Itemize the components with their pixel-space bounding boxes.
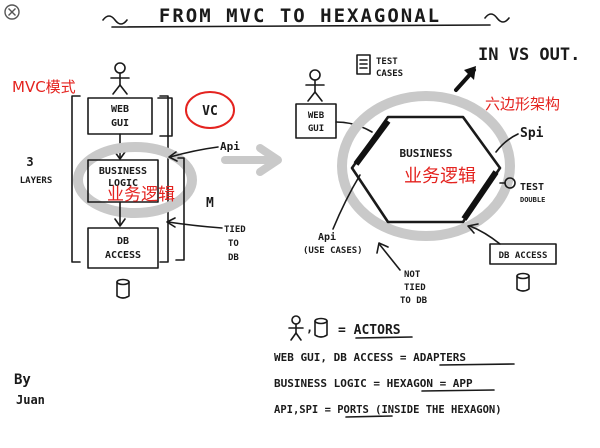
hex-db-access-label: DB ACCESS [499, 251, 548, 261]
hexagon-shape [350, 115, 502, 224]
legend-actors: = ACTORS [338, 323, 401, 338]
mvc-web-gui-line2: GUI [111, 118, 129, 129]
legend-adapters: WEB GUI, DB ACCESS = ADAPTERS [274, 351, 466, 364]
hex-web-gui-line2: GUI [308, 124, 324, 134]
legend-adapters-underline [439, 363, 515, 366]
database-icon [516, 272, 530, 292]
arrow-head-icon [114, 218, 126, 227]
business-halo [73, 142, 197, 218]
actor-figure-icon [288, 315, 304, 341]
test-double-icon [499, 177, 516, 189]
actor-figure-icon [110, 62, 130, 95]
db-to-hex-arrow [469, 225, 501, 245]
spi-label: Spi [520, 126, 544, 141]
tied-line3: DB [228, 253, 239, 263]
vc-bracket [157, 97, 173, 137]
tied-line2: TO [228, 239, 239, 249]
legend-hexagon: BUSINESS LOGIC = HEXAGON = APP [274, 377, 473, 390]
database-icon [116, 278, 130, 299]
legend-ports-underline [345, 415, 393, 418]
mvc-web-gui-line1: WEB [111, 104, 129, 115]
legend-hexagon-underline [421, 389, 495, 392]
test-double-line2: DOUBLE [520, 196, 545, 204]
not-tied-line3: TO DB [400, 296, 428, 306]
hex-db-access-box [489, 243, 557, 265]
api-arrow [332, 174, 361, 230]
arrow-head-icon [376, 242, 389, 254]
mvc-db-line2: ACCESS [105, 250, 141, 261]
database-icon [314, 317, 328, 338]
hex-heading: 六边形架构 [485, 95, 560, 113]
spi-port [461, 170, 499, 221]
hexagon-halo [337, 91, 515, 241]
mvc-business-box [87, 159, 159, 203]
tied-line1: TIED [224, 225, 246, 235]
hex-web-gui-line1: WEB [308, 111, 325, 121]
legend-ports: API,SPI = PORTS (INSIDE THE HEXAGON) [274, 404, 502, 416]
title-squiggle-right [484, 13, 510, 23]
mvc-business-cn: 业务逻辑 [107, 185, 175, 205]
api-use-cases-line1: Api [318, 231, 336, 243]
mvc-business-line1: BUSINESS [99, 166, 147, 177]
layers-left-bracket [71, 95, 81, 263]
mvc-db-access-box [87, 227, 159, 269]
arrow-head-icon [168, 151, 178, 162]
api-port [353, 119, 391, 166]
tied-arrow [167, 221, 223, 229]
title-squiggle-left [102, 15, 128, 25]
not-tied-line1: NOT [404, 270, 421, 280]
model-bracket [175, 157, 185, 261]
test-cases-line2: CASES [376, 69, 403, 79]
layers-right-bracket [159, 95, 169, 263]
vc-label: VC [202, 104, 218, 119]
not-tied-line2: TIED [404, 283, 426, 293]
mvc-heading: MVC模式 [12, 78, 76, 96]
api-use-cases-line2: (USE CASES) [303, 246, 363, 256]
title-underline [111, 24, 491, 28]
hex-business-cn: 业务逻辑 [404, 166, 476, 187]
legend-comma: , [306, 321, 313, 335]
page-title: FROM MVC TO HEXAGONAL [159, 5, 441, 27]
mvc-api-label: Api [220, 140, 240, 153]
layers-count: 3 [26, 155, 33, 169]
mvc-db-line1: DB [117, 236, 129, 247]
in-vs-out-label: IN VS OUT. [478, 45, 580, 65]
close-icon[interactable] [4, 4, 20, 20]
test-cases-line1: TEST [376, 57, 398, 67]
not-tied-arrow [379, 244, 401, 271]
hex-business-label: BUSINESS [400, 147, 453, 160]
transition-arrow-head-icon [256, 144, 282, 176]
arrow-head-icon [467, 223, 479, 234]
signature-name: Juan [16, 393, 45, 407]
test-double-line1: TEST [520, 182, 544, 193]
test-cases-document-icon [356, 54, 371, 75]
arrow-head-icon [166, 217, 176, 228]
mvc-business-line2: LOGIC [108, 178, 138, 189]
layers-label: LAYERS [20, 176, 53, 186]
spi-arrow [495, 133, 519, 153]
signature-by: By [14, 372, 31, 388]
model-label: M [206, 196, 214, 211]
actor-figure-icon [305, 69, 325, 102]
arrow-head-icon [464, 66, 476, 80]
legend-actors-underline [355, 336, 413, 339]
arrow-head-icon [114, 151, 126, 160]
hex-web-gui-box [295, 103, 337, 139]
vc-highlight-circle [185, 91, 235, 129]
mvc-api-arrow [169, 146, 219, 158]
